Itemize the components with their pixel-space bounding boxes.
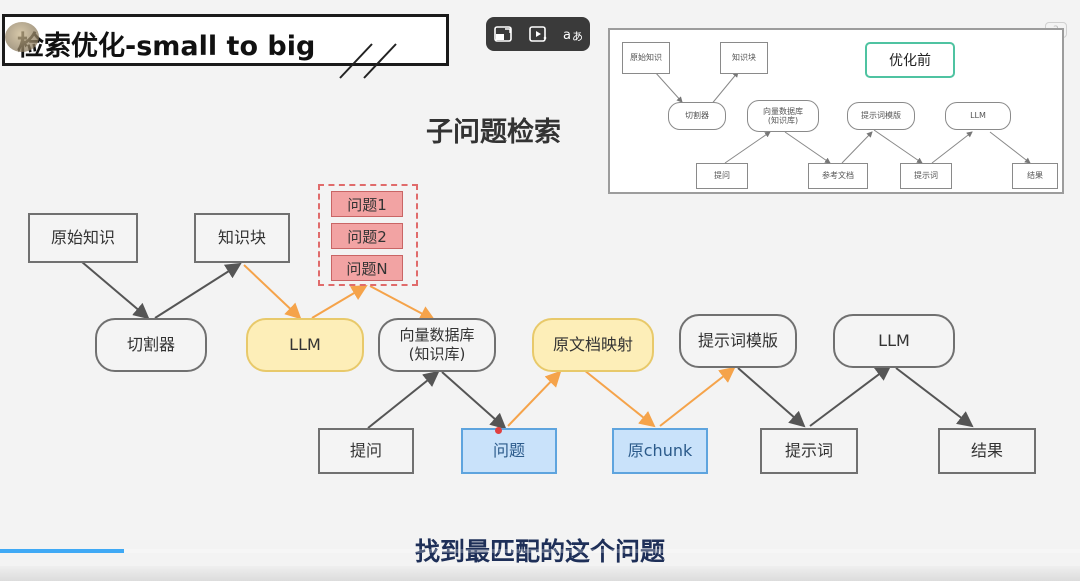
node-result: 结果	[938, 428, 1036, 474]
thumb-node-vector-db: 向量数据库 (知识库)	[747, 100, 819, 132]
video-caption: 找到最匹配的这个问题	[414, 537, 665, 566]
node-knowledge-chunk: 知识块	[194, 213, 290, 263]
slash-decoration	[339, 43, 397, 79]
before-optimization-badge: 优化前	[865, 42, 955, 78]
thumb-node-prompt-template: 提示词模版	[847, 102, 915, 130]
section-heading: 子问题检索	[426, 117, 561, 148]
node-matched-question: 问题	[461, 428, 557, 474]
node-prompt: 提示词	[760, 428, 858, 474]
svg-text:あ: あ	[572, 30, 583, 43]
video-progress-track[interactable]	[0, 549, 1080, 553]
sub-question-n: 问题N	[331, 255, 403, 281]
before-optimization-thumbnail: 原始知识 知识块 优化前 切割器 向量数据库 (知识库) 提示词模版 LLM 提…	[608, 28, 1064, 194]
video-toolbar: a あ	[486, 17, 590, 51]
thumb-node-question: 提问	[696, 163, 748, 189]
translate-icon[interactable]: a あ	[560, 21, 586, 47]
thumb-node-prompt: 提示词	[900, 163, 952, 189]
node-llm-subquestion: LLM	[246, 318, 364, 372]
bottom-strip	[0, 566, 1080, 581]
sub-question-2: 问题2	[331, 223, 403, 249]
miniplayer-icon[interactable]	[490, 21, 516, 47]
thumbnail-arrows	[654, 71, 1031, 164]
cursor-pointer	[495, 427, 502, 434]
node-llm: LLM	[833, 314, 955, 368]
node-doc-mapping: 原文档映射	[532, 318, 654, 372]
thumb-node-reference-doc: 参考文档	[808, 163, 868, 189]
node-raw-knowledge: 原始知识	[28, 213, 138, 263]
play-with-ai-icon[interactable]	[525, 21, 551, 47]
page-title: 检索优化-small to big	[17, 31, 316, 62]
node-original-chunk: 原chunk	[612, 428, 708, 474]
thumb-node-raw-knowledge: 原始知识	[622, 42, 670, 74]
svg-text:a: a	[563, 28, 571, 43]
thumb-node-llm: LLM	[945, 102, 1011, 130]
channel-avatar	[5, 22, 39, 52]
video-progress-fill	[0, 549, 124, 553]
node-question: 提问	[318, 428, 414, 474]
thumb-node-splitter: 切割器	[668, 102, 726, 130]
sub-question-1: 问题1	[331, 191, 403, 217]
title-box: 检索优化-small to big	[2, 14, 449, 66]
sub-question-group	[318, 184, 418, 286]
node-splitter: 切割器	[95, 318, 207, 372]
node-prompt-template: 提示词模版	[679, 314, 797, 368]
thumb-node-result: 结果	[1012, 163, 1058, 189]
thumb-node-knowledge-chunk: 知识块	[720, 42, 768, 74]
node-vector-db: 向量数据库 (知识库)	[378, 318, 496, 372]
